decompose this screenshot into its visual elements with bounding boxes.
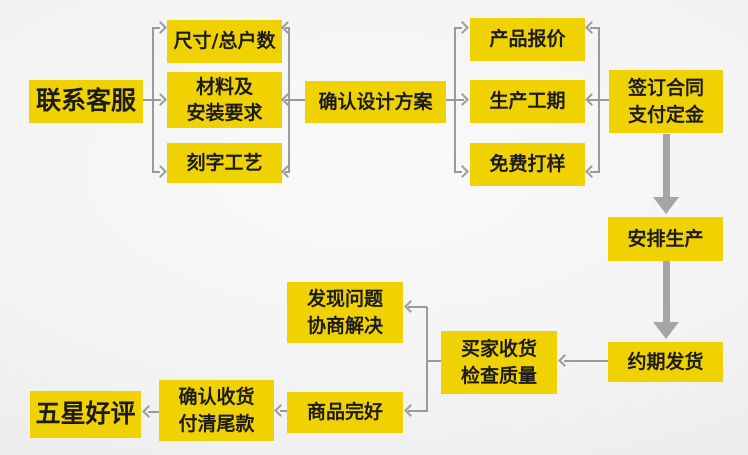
connector-contact-bracket — [152, 27, 154, 173]
arrow-left-icon — [558, 354, 571, 367]
connector-receive-bottom-stub — [408, 410, 427, 412]
thick-arrow-shaft — [663, 134, 670, 198]
arrow-right-icon — [154, 93, 167, 106]
connector-intact-receipt — [280, 410, 287, 412]
arrow-left-icon — [404, 404, 417, 417]
node-problem-negotiate: 发现问题 协商解决 — [287, 282, 403, 343]
thick-arrow-down-icon — [653, 322, 679, 339]
arrow-left-icon — [404, 300, 417, 313]
thick-arrow-down-icon — [653, 197, 679, 214]
node-contact-service: 联系客服 — [29, 80, 143, 123]
node-goods-intact: 商品完好 — [287, 392, 403, 433]
connector-design-right-bracket — [454, 27, 456, 173]
thick-arrow-shaft — [663, 261, 670, 323]
node-material-install: 材料及 安装要求 — [167, 72, 282, 128]
arrow-right-icon — [154, 165, 167, 178]
arrow-left-icon — [281, 165, 294, 178]
arrow-left-icon — [274, 404, 287, 417]
connector-contact-bottom-stub — [152, 171, 160, 173]
arrow-right-icon — [456, 21, 469, 34]
connector-design-right-top-stub — [454, 27, 462, 29]
connector-sign-bottom-stub — [590, 171, 598, 173]
arrow-left-icon — [585, 21, 598, 34]
connector-design-left-feed — [285, 99, 305, 101]
node-free-sample: 免费打样 — [470, 143, 585, 186]
node-confirm-design: 确认设计方案 — [305, 81, 446, 123]
arrow-right-icon — [456, 165, 469, 178]
node-receive-inspect: 买家收货 检查质量 — [441, 331, 557, 394]
arrow-left-icon — [585, 93, 598, 106]
connector-receive-feed — [427, 360, 441, 362]
arrow-left-icon — [281, 21, 294, 34]
connector-ship-receive — [564, 360, 608, 362]
arrow-left-icon — [281, 93, 294, 106]
arrow-right-icon — [456, 93, 469, 106]
connector-contact-top-stub — [152, 27, 160, 29]
arrow-right-icon — [154, 21, 167, 34]
node-sign-contract: 签订合同 支付定金 — [609, 70, 723, 133]
arrow-left-icon — [142, 405, 155, 418]
node-product-quote: 产品报价 — [470, 18, 585, 61]
node-five-star-review: 五星好评 — [30, 391, 141, 438]
connector-design-left-bracket — [288, 27, 290, 173]
node-lead-time: 生产工期 — [470, 80, 585, 123]
connector-receipt-fivestar — [148, 411, 159, 413]
node-arrange-production: 安排生产 — [608, 217, 723, 261]
node-confirm-receipt: 确认收货 付清尾款 — [159, 380, 274, 441]
connector-receive-top-stub — [408, 306, 427, 308]
connector-design-right-bottom-stub — [454, 171, 462, 173]
connector-sign-bracket — [598, 27, 600, 173]
connector-sign-top-stub — [590, 27, 598, 29]
connector-design-left-top-stub — [285, 27, 290, 29]
connector-design-left-bottom-stub — [285, 171, 290, 173]
node-scheduled-shipping: 约期发货 — [608, 342, 723, 382]
node-size-households: 尺寸/总户数 — [167, 20, 282, 63]
arrow-left-icon — [585, 165, 598, 178]
node-engraving-craft: 刻字工艺 — [167, 143, 282, 183]
connector-receive-bracket — [426, 307, 428, 412]
